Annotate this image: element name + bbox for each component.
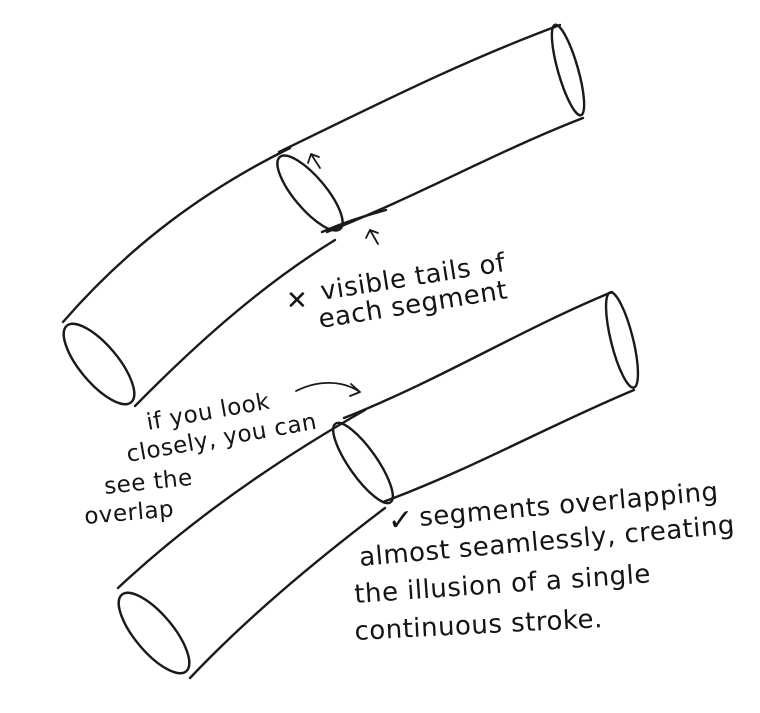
top-tube [61, 23, 586, 408]
side-note-line-4: overlap [83, 496, 175, 530]
curved-arrow-icon [295, 382, 361, 397]
x-mark-icon: ✕ [286, 286, 308, 316]
bottom-tube-right-segment [331, 290, 640, 505]
up-arrow-icon [365, 229, 379, 245]
bottom-caption-line-4: continuous stroke. [354, 604, 604, 647]
bottom-caption: ✓ segments overlapping almost seamlessly… [353, 477, 736, 647]
top-tube-left-segment [61, 146, 344, 408]
bottom-tube-left-segment [116, 408, 387, 680]
up-arrow-icon [307, 153, 321, 169]
side-note-line-3: see the [103, 465, 194, 500]
top-caption: ✕ visible tails of each segment [286, 248, 510, 335]
bottom-tube [116, 290, 640, 680]
top-tube-right-segment [277, 23, 586, 234]
check-mark-icon: ✓ [388, 503, 414, 538]
